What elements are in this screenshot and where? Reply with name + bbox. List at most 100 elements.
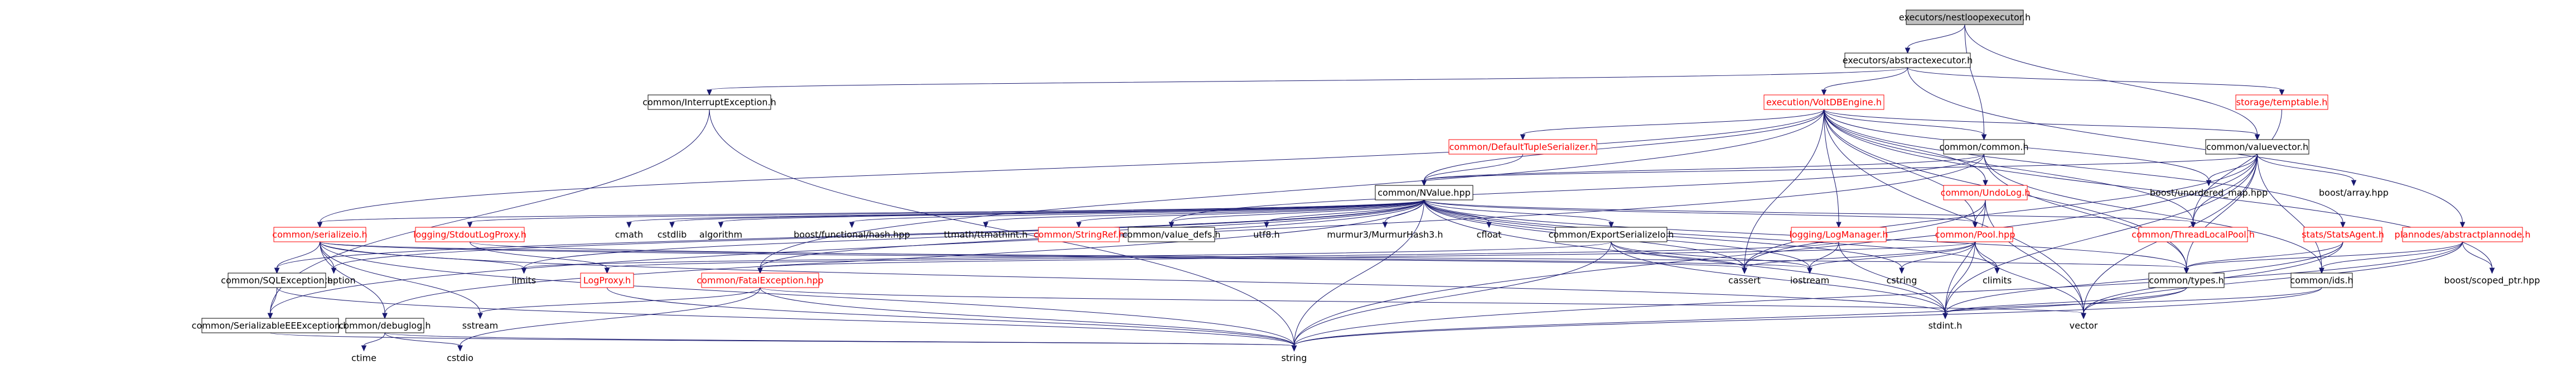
edge-poolhpp-to-cassert [1742,241,1975,274]
node-scopedptr[interactable]: boost/scoped_ptr.hpp [2444,275,2540,286]
node-box [228,273,326,288]
edge-idsh-to-string [1291,287,2322,352]
node-label: common/Pool.hpp [1935,230,2016,240]
node-abstractexecutor[interactable]: executors/abstractexecutor.h [1843,52,1973,68]
node-commonh[interactable]: common/common.h [1940,139,2029,155]
node-label: common/DefaultTupleSerializer.h [1449,142,1597,152]
node-box [647,94,771,110]
node-label: cmath [615,230,644,240]
edge-abstractexecutor-to-voltdbengine [1821,67,1908,96]
edge-fatalexception-to-cstdio [457,287,761,352]
node-interrupt[interactable]: common/InterruptException.h [642,94,776,110]
edge-nvalue-to-ttmath [983,199,1424,228]
node-functionalhash[interactable]: boost/functional/hash.hpp [794,230,910,240]
node-poolhpp[interactable]: common/Pool.hpp [1935,227,2016,242]
node-label: common/UndoLog.h [1941,188,2031,198]
node-sqlexception[interactable]: common/SQLException.h [221,273,333,288]
node-box [201,318,339,333]
node-cstdlib[interactable]: cstdlib [658,230,687,240]
edge-exportser-to-limits [521,241,1612,274]
node-nvalue[interactable]: common/NValue.hpp [1375,185,1473,200]
node-label: execution/VoltDBEngine.h [1766,97,1882,108]
node-box [1038,227,1120,242]
node-label: common/value_defs.h [1123,230,1221,241]
node-label: cfloat [1477,230,1502,240]
edge-serializeio-to-debuglog [320,241,388,319]
node-string[interactable]: string [1282,353,1307,364]
node-boostarray[interactable]: boost/array.hpp [2319,188,2389,198]
edge-nvalue-to-stringref [1076,199,1424,228]
node-deftuple[interactable]: common/DefaultTupleSerializer.h [1448,139,1597,155]
node-temptable[interactable]: storage/temptable.h [2235,94,2328,110]
node-label: logging/LogManager.h [1789,230,1888,240]
node-valuevector[interactable]: common/valuevector.h [2205,139,2309,155]
node-cstdio[interactable]: cstdio [447,353,473,364]
edge-voltdbengine-to-undolog [1824,109,1988,187]
edge-plannode-to-typesh [2183,241,2463,274]
node-undolog[interactable]: common/UndoLog.h [1941,185,2031,200]
edge-abstractexecutor-to-interrupt [707,67,1908,96]
node-label: stdint.h [1929,321,1963,331]
node-ctime[interactable]: ctime [351,353,376,364]
node-stdint[interactable]: stdint.h [1929,321,1963,331]
edge-nvalue-to-algorithm [718,199,1424,228]
node-typesh[interactable]: common/types.h [2148,273,2225,288]
node-label: common/StringRef.h [1033,230,1124,240]
node-label: common/SerializableEEException.h [192,321,349,331]
node-label: storage/temptable.h [2236,97,2328,108]
node-cstring[interactable]: cstring [1887,275,1917,286]
edge-voltdbengine-to-logmanager [1824,109,1842,228]
node-label: iostream [1790,275,1829,286]
node-debuglog[interactable]: common/debuglog.h [339,318,431,333]
node-root[interactable]: executors/nestloopexecutor.h [1899,9,2031,25]
node-murmur[interactable]: murmur3/MurmurHash3.h [1327,230,1443,240]
node-fatalexception[interactable]: common/FatalException.hpp [697,273,824,288]
node-label: common/SQLException.h [221,275,333,286]
node-valuedefs[interactable]: common/value_defs.h [1123,227,1221,242]
node-voltdbengine[interactable]: execution/VoltDBEngine.h [1763,94,1884,110]
node-utf8[interactable]: utf8.h [1253,230,1279,240]
node-unordered[interactable]: boost/unordered_map.hpp [2150,188,2268,199]
edge-temptable-to-threadlocal [2190,109,2282,228]
node-logproxy[interactable]: LogProxy.h [580,273,634,288]
node-stringref[interactable]: common/StringRef.h [1033,227,1124,242]
node-label: common/ThreadLocalPool.h [2132,230,2255,240]
node-threadlocal[interactable]: common/ThreadLocalPool.h [2132,227,2255,242]
edge-debuglog-to-string [384,332,1297,352]
node-box [1943,185,2028,200]
node-label: common/FatalException.hpp [697,275,823,286]
node-algorithm[interactable]: algorithm [699,230,742,240]
graph-edges [267,24,2495,352]
node-plannode[interactable]: plannodes/abstractplannode.h [2395,227,2531,242]
node-cassert[interactable]: cassert [1728,275,1761,286]
node-cmath[interactable]: cmath [615,230,644,240]
edge-logmanager-to-logproxy [604,241,1839,274]
node-limits[interactable]: limits [512,275,537,286]
node-logmanager[interactable]: logging/LogManager.h [1789,227,1888,242]
node-exportser[interactable]: common/ExportSerializeIo.h [1549,227,1674,242]
edge-logmanager-to-iostream [1807,241,1839,274]
node-label: common/debuglog.h [339,321,431,331]
edge-nvalue-to-serializeio [317,199,1424,228]
edge-voltdbengine-to-fatalexception [757,109,1824,274]
edge-plannode-to-scopedptr [2462,241,2495,274]
node-statsagent[interactable]: stats/StatsAgent.h [2302,227,2384,242]
node-label: common/common.h [1940,142,2029,152]
node-box [1906,9,2024,25]
node-idsh[interactable]: common/ids.h [2290,273,2353,288]
node-serializable[interactable]: common/SerializableEEException.h [192,318,349,333]
node-cfloat[interactable]: cfloat [1477,230,1502,240]
edge-deftuple-to-nvalue [1421,154,1523,187]
node-ttmath[interactable]: ttmath/ttmathint.h [944,230,1027,240]
edge-valuevector-to-boostarray [2257,154,2357,187]
node-stdoutlog[interactable]: logging/StdoutLogProxy.h [413,227,526,242]
node-vector[interactable]: vector [2070,321,2098,331]
node-sstream[interactable]: sstream [462,321,498,331]
edge-nvalue-to-poolhpp [1424,199,1978,228]
edge-voltdbengine-to-statsagent [1824,109,2346,228]
node-climits[interactable]: climits [1983,275,2012,286]
edge-poolhpp-to-cstring [1899,241,1975,274]
node-serializeio[interactable]: common/serializeio.h [272,227,368,242]
node-label: common/valuevector.h [2206,142,2308,152]
node-iostream[interactable]: iostream [1790,275,1829,286]
